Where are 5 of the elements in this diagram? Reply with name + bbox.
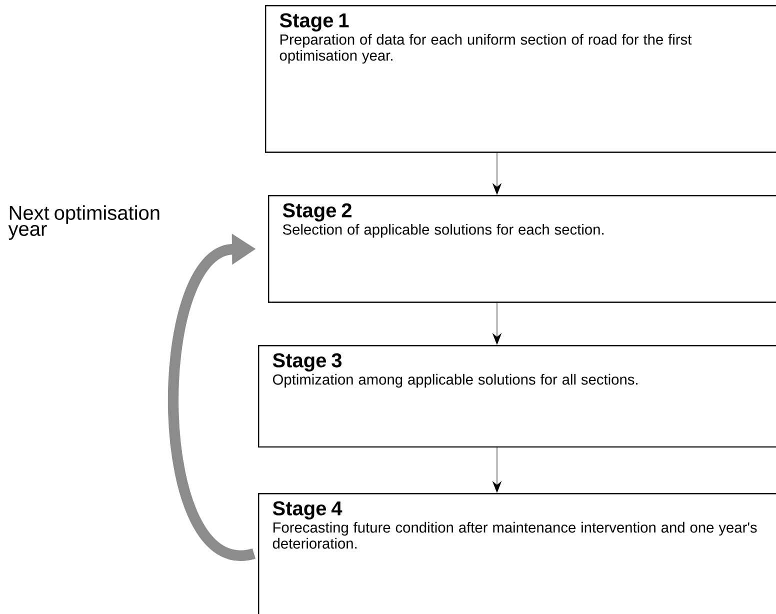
side-label: Next optimisation year (8, 205, 160, 240)
stage-box: Stage 4 Forecasting future condition after maintenance intervention and one year's deterioration. (258, 492, 776, 614)
stage-box: Stage 1 Preparation of data for each uniform section of road for the first optimisation year. (265, 5, 776, 153)
stage-box: Stage 3 Optimization among applicable solutions for all sections. (258, 345, 776, 448)
stage-box: Stage 2 Selection of applicable solutions for each section. (268, 195, 776, 303)
